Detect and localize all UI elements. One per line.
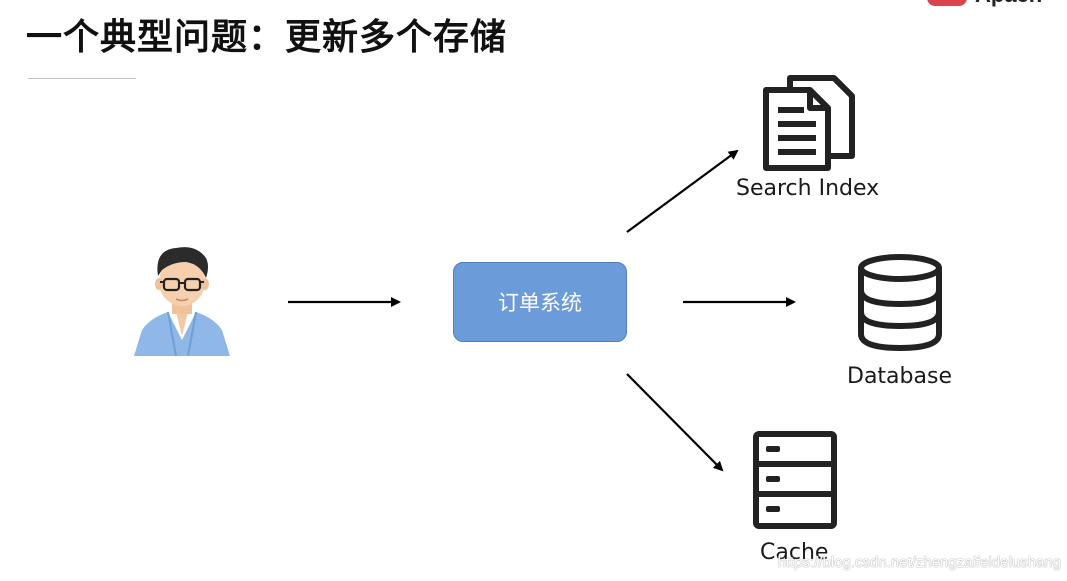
- page-title: 一个典型问题：更新多个存储: [26, 17, 508, 58]
- order-system-label: 订单系统: [498, 291, 582, 315]
- watermark: https://blog.csdn.net/zhengzaifeidelusha…: [777, 554, 1061, 571]
- brand-logo: Apach: [927, 0, 1067, 8]
- arrow-order-to-search: [626, 149, 739, 233]
- order-system-node: 订单系统: [453, 262, 627, 342]
- server-icon: [753, 431, 837, 529]
- logo-mark-icon: [927, 0, 967, 6]
- title-underline: [28, 78, 136, 79]
- documents-icon: [763, 75, 855, 171]
- database-label: Database: [847, 364, 952, 389]
- arrow-order-to-cache: [626, 373, 724, 472]
- database-icon: [858, 254, 942, 352]
- search-index-label: Search Index: [736, 176, 880, 201]
- server-slot-markers: [766, 446, 780, 512]
- cache-label: Cache: [760, 540, 829, 565]
- user-avatar-icon: [134, 247, 230, 357]
